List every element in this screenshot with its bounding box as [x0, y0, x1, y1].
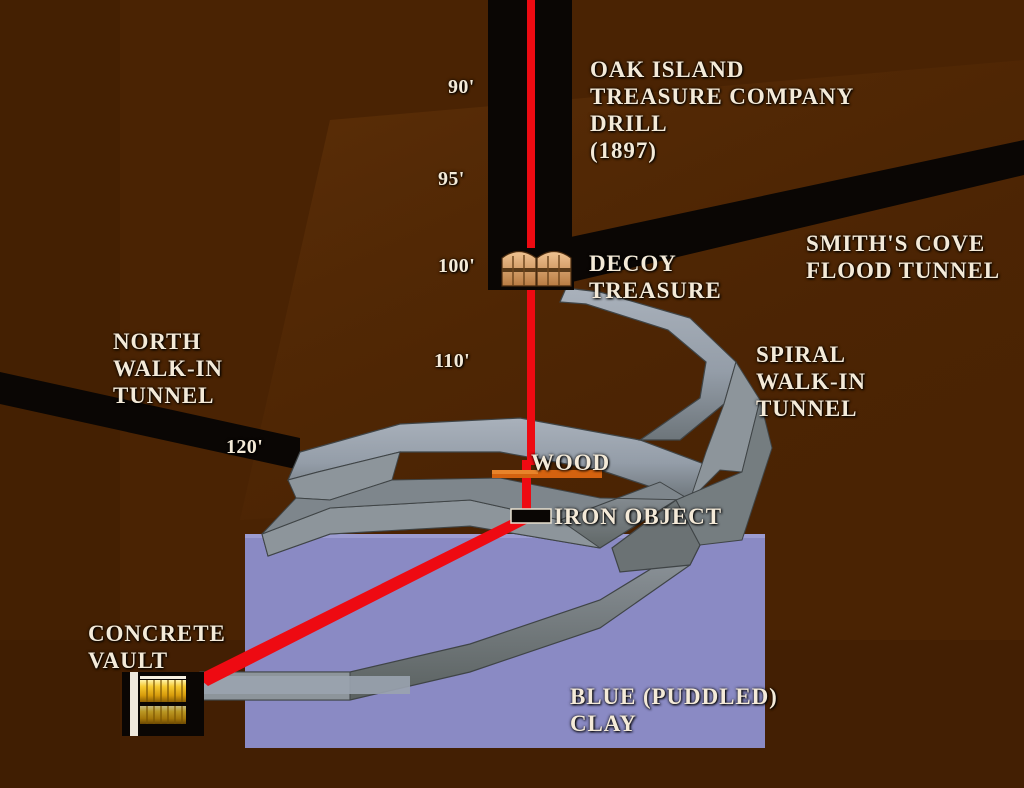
spiral-coil-top — [559, 287, 737, 441]
spiral-right-descender — [675, 399, 773, 546]
concrete-vault-graphic — [122, 672, 204, 736]
drill-red-line-to-vault — [196, 512, 534, 686]
wood-marker — [492, 470, 602, 478]
decoy-treasure-chests — [498, 248, 574, 290]
north-walk-in-tunnel-shape — [0, 372, 300, 470]
treasure-chest-left — [501, 250, 537, 287]
iron-object-marker — [510, 508, 552, 524]
drill-red-line-lower — [522, 460, 531, 516]
spiral-coil-lower-right — [611, 499, 701, 573]
spiral-coil-second-lower — [261, 477, 692, 535]
vault-access-tunnel-upper — [188, 676, 410, 694]
wood-marker-highlight — [492, 470, 538, 474]
blue-clay-top-highlight — [245, 534, 765, 538]
drill-red-line-upper — [527, 0, 535, 465]
smiths-cove-flood-tunnel-shape — [566, 140, 1024, 282]
soil-light-wedge — [240, 60, 1024, 520]
treasure-chest-right — [536, 250, 572, 287]
spiral-right-band — [689, 360, 761, 501]
